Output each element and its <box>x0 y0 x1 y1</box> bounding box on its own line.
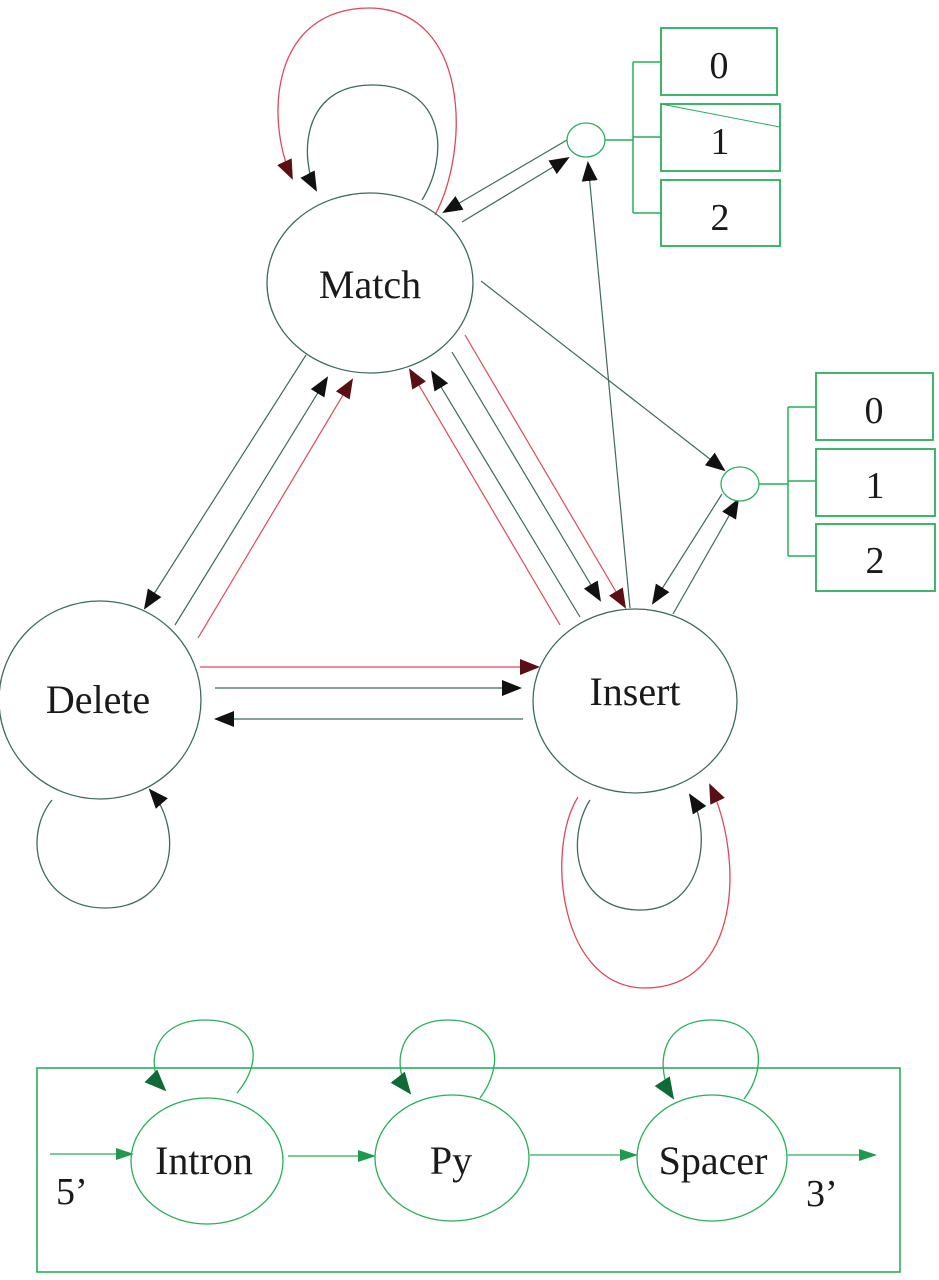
state-match-node <box>266 192 474 374</box>
phase-right-bin-0-label: 0 <box>865 390 884 432</box>
state-spacer-label: Spacer <box>659 1138 768 1183</box>
state-delete: Delete <box>0 600 202 800</box>
phase-junction-right-node <box>720 466 760 502</box>
phase-junction-top-node <box>566 122 606 158</box>
edge-delete-to-match-dark <box>174 376 329 626</box>
spacer-self-loop <box>654 1019 759 1100</box>
phase-junction-top: 0 1 2 <box>566 27 781 247</box>
phase-top-bin-0-label: 0 <box>710 45 729 87</box>
phase-top-bin-2 <box>660 179 781 247</box>
edge-insert-to-match-red <box>408 368 561 626</box>
phase-right-bin-2 <box>815 523 936 592</box>
state-match: Match <box>266 192 474 374</box>
three-prime-label: 3’ <box>806 1173 838 1215</box>
state-spacer: Spacer <box>636 1094 788 1222</box>
phase-junction-right: 0 1 2 <box>720 372 936 592</box>
match-self-loop-dark <box>300 84 439 201</box>
py-self-loop <box>390 1019 496 1099</box>
state-py-label: Py <box>430 1138 472 1183</box>
delete-self-loop <box>36 788 171 909</box>
bottom-model-frame <box>36 1067 901 1273</box>
state-insert-node <box>532 608 738 794</box>
edge-phase-right-to-insert <box>651 493 723 605</box>
edge-insert-to-match-dark <box>430 370 581 618</box>
edge-insert-to-phase-top <box>581 161 631 609</box>
phase-top-bin-0 <box>660 27 778 96</box>
phase-right-bin-1 <box>815 448 936 517</box>
phase-top-bin-1-diagonal <box>660 103 781 128</box>
state-delete-label: Delete <box>46 677 150 722</box>
state-match-label: Match <box>319 262 421 307</box>
insert-self-loop-dark <box>576 793 707 911</box>
edge-match-to-phase-right <box>480 280 726 472</box>
insert-self-loop-red <box>561 783 731 989</box>
bottom-model: Intron Py Spacer 5’ 3’ <box>36 1019 901 1273</box>
state-intron-label: Intron <box>155 1138 253 1183</box>
phase-top-bin-1-label: 1 <box>711 121 730 163</box>
state-insert: Insert <box>532 608 738 794</box>
state-py: Py <box>374 1094 530 1222</box>
intron-self-loop <box>144 1019 254 1094</box>
five-prime-label: 5’ <box>56 1171 88 1213</box>
phase-top-bin-2-label: 2 <box>711 197 730 239</box>
phase-junction-top-bracket <box>605 61 661 214</box>
edge-match-to-delete <box>143 354 307 610</box>
phase-right-bin-0 <box>815 372 934 441</box>
state-py-node <box>374 1094 530 1222</box>
state-intron-node <box>130 1097 284 1225</box>
edge-match-to-phase-top <box>461 156 570 223</box>
phase-right-bin-2-label: 2 <box>866 540 885 582</box>
state-intron: Intron <box>130 1097 284 1225</box>
phase-junction-right-bracket <box>759 406 816 557</box>
state-delete-node <box>0 600 202 800</box>
edge-phase-top-to-match <box>442 139 568 214</box>
match-self-loop-red <box>277 7 457 216</box>
top-model: Match Delete Insert 0 1 2 <box>0 7 936 989</box>
phase-top-bin-1 <box>660 103 781 172</box>
edge-match-to-insert-dark <box>451 351 602 602</box>
edge-insert-to-phase-right <box>672 498 739 615</box>
phase-right-bin-1-label: 1 <box>866 465 885 507</box>
state-spacer-node <box>636 1094 788 1222</box>
edge-match-to-insert-red <box>464 334 627 609</box>
state-insert-label: Insert <box>589 669 680 714</box>
edge-delete-to-match-red <box>197 378 354 639</box>
